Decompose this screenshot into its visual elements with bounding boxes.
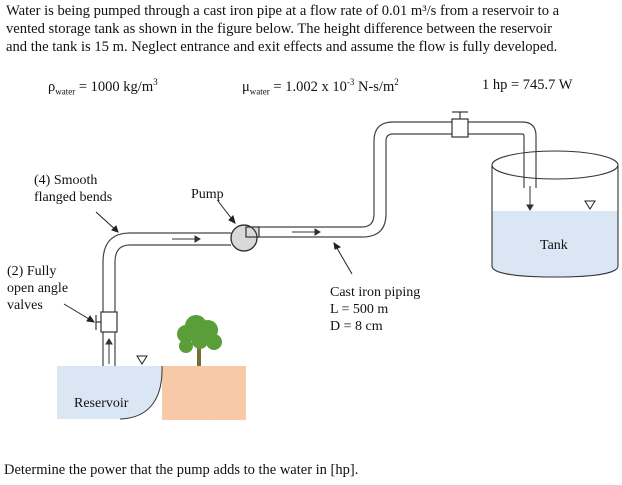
ground-bank [160,366,246,420]
tank-water [492,211,618,277]
tank-surface-marker [584,200,596,210]
flow-arrows [105,186,534,364]
valves-label-line-2: open angle [7,281,69,296]
reservoir-water [57,366,162,419]
bends-label: (4) Smooth flanged bends [34,172,112,206]
mu-unit-exponent: 2 [394,77,399,87]
tank-label: Tank [540,238,568,253]
valves-label-line-1: (2) Fully [7,264,57,279]
reservoir-surface-marker [136,355,148,365]
density-given: ρwater = 1000 kg/m3 [48,77,158,97]
hp-conversion: 1 hp = 745.7 W [482,77,573,93]
tree-icon [177,315,222,366]
pump-label: Pump [191,187,224,202]
mu-exponent: -3 [346,77,355,87]
rho-symbol: ρ [48,78,56,95]
mu-symbol: μ [242,78,250,95]
question: Determine the power that the pump adds t… [4,462,359,478]
rho-exponent: 3 [153,77,158,87]
valves-label-line-3: valves [7,298,43,313]
rho-subscript: water [55,86,76,97]
pipe-network [102,121,537,366]
leader-lines [63,200,353,323]
bends-label-line-2: flanged bends [34,190,113,205]
mu-value: = 1.002 x 10 [269,78,347,95]
viscosity-given: μwater = 1.002 x 10-3 N-s/m2 [242,77,399,97]
rho-value: = 1000 kg/m [75,78,154,95]
problem-line-1: Water is being pumped through a cast iro… [6,3,560,19]
pump-icon [230,224,260,252]
piping-label-line-1: Cast iron piping [330,285,421,300]
problem-line-3: and the tank is 15 m. Neglect entrance a… [6,39,558,55]
mu-unit: N-s/m [354,78,395,95]
problem-statement: Water is being pumped through a cast iro… [6,2,618,56]
piping-label: Cast iron piping L = 500 m D = 8 cm [330,284,420,335]
problem-line-2: vented storage tank as shown in the figu… [6,21,552,37]
angle-valve-lower [95,311,118,333]
tank-outline [491,150,619,278]
mu-subscript: water [249,86,270,97]
reservoir-bank [119,365,163,420]
piping-label-line-2: L = 500 m [330,302,389,317]
valves-label: (2) Fully open angle valves [7,263,68,314]
piping-label-line-3: D = 8 cm [330,319,383,334]
angle-valve-upper [451,111,469,138]
bends-label-line-1: (4) Smooth [34,173,98,188]
reservoir-label: Reservoir [74,396,129,411]
